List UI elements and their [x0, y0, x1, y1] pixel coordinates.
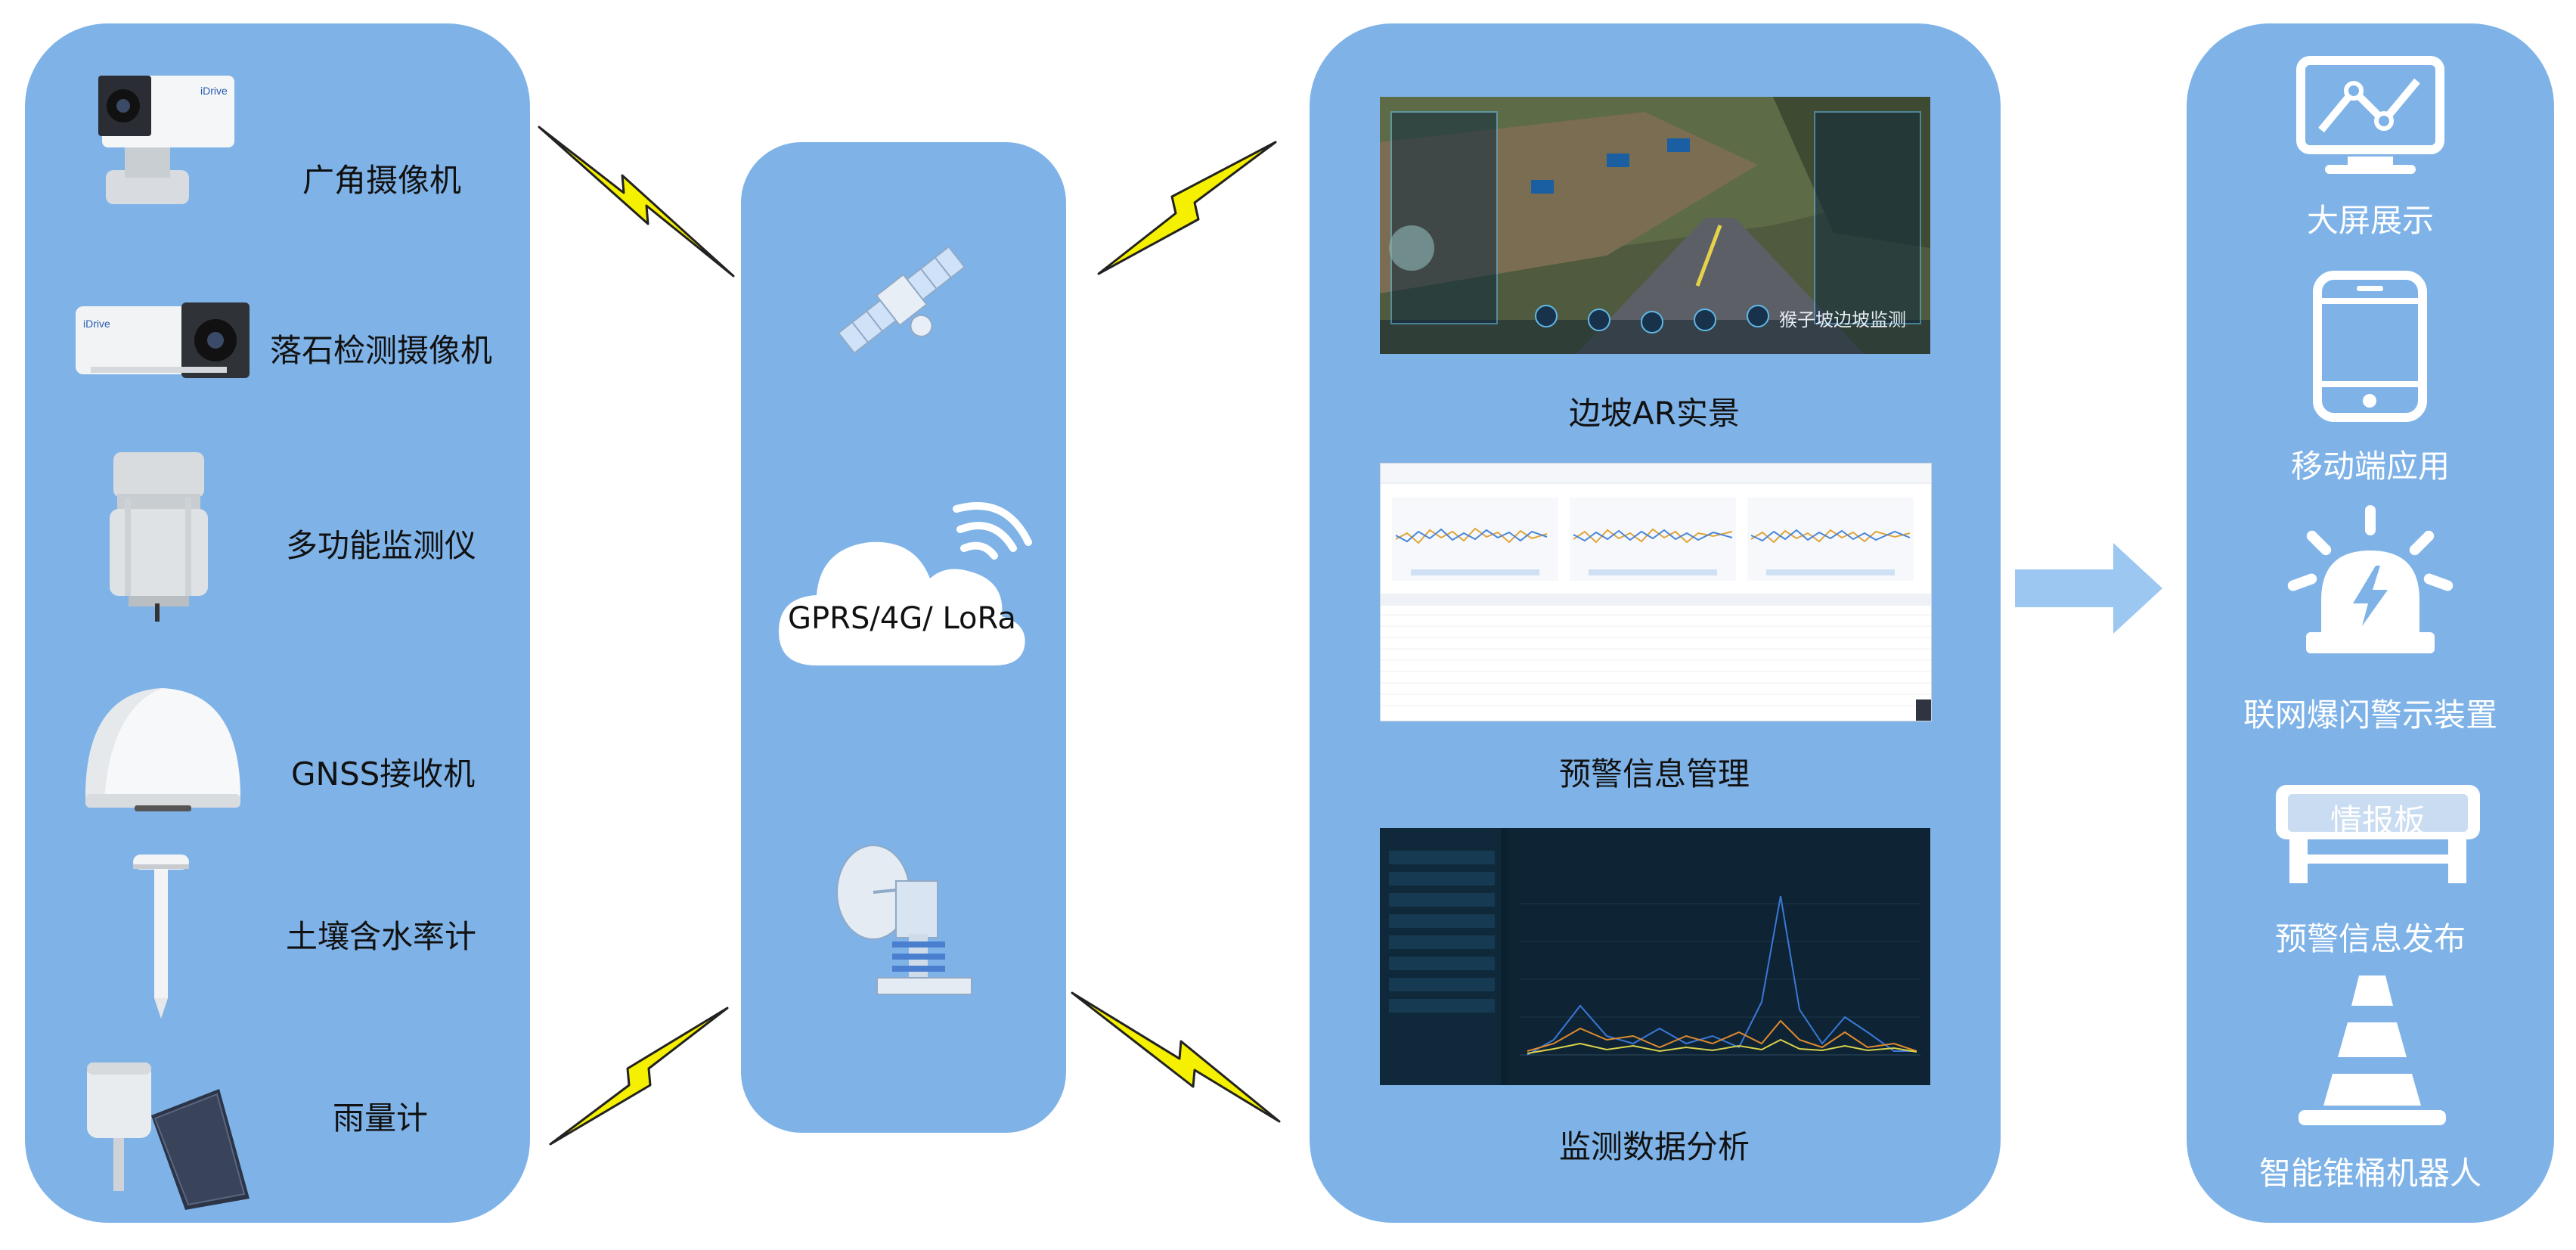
gnss-receiver-icon: [82, 684, 244, 813]
rockfall-camera-icon: iDrive: [76, 299, 253, 382]
data-chart-screen[interactable]: [1380, 828, 1930, 1085]
sensor-label-3: GNSS接收机: [291, 755, 476, 792]
satellite-icon: [828, 234, 975, 367]
ar-overlay-text: 猴子坡边坡监测: [1779, 309, 1906, 330]
lightning-bolt-icon: [1066, 987, 1285, 1127]
output-label-4: 智能锥桶机器人: [2258, 1155, 2482, 1192]
output-label-2: 联网爆闪警示装置: [2243, 696, 2498, 734]
platform-label-2: 监测数据分析: [1558, 1128, 1750, 1165]
sensor-label-5: 雨量计: [333, 1100, 429, 1137]
platform-label-1: 预警信息管理: [1558, 755, 1750, 792]
svg-text:iDrive: iDrive: [200, 85, 228, 97]
sensor-label-2: 多功能监测仪: [286, 527, 477, 564]
warning-beacon-icon: [2283, 505, 2457, 656]
multi-function-monitor-icon: [106, 452, 212, 622]
monitor-chart-icon: [2295, 54, 2446, 175]
info-board-icon: 情报板: [2276, 779, 2480, 885]
network-label: GPRS/4G/ LoRa: [788, 601, 1016, 636]
arrow-right-icon: [2015, 543, 2162, 634]
lightning-bolt-icon: [544, 1002, 733, 1149]
sensor-label-0: 广角摄像机: [302, 162, 462, 199]
wide-angle-camera-icon: iDrive: [87, 72, 238, 216]
svg-text:iDrive: iDrive: [83, 318, 110, 330]
soil-moisture-meter-icon: [127, 851, 195, 1021]
sensors-panel: [25, 23, 530, 1223]
platform-label-0: 边坡AR实景: [1569, 395, 1740, 432]
sensor-label-4: 土壤含水率计: [286, 918, 477, 955]
satellite-dish-icon: [824, 836, 983, 1002]
smartphone-icon: [2311, 271, 2429, 422]
cloud-wifi-icon: [775, 495, 1032, 677]
warning-table-screen[interactable]: [1380, 463, 1932, 721]
info-board-sign-text: 情报板: [2330, 802, 2426, 839]
lightning-bolt-icon: [533, 121, 737, 280]
output-label-3: 预警信息发布: [2274, 920, 2466, 957]
output-label-1: 移动端应用: [2290, 448, 2450, 485]
ar-live-view-screen[interactable]: 猴子坡边坡监测: [1380, 97, 1930, 354]
traffic-cone-icon: [2295, 975, 2450, 1127]
rain-gauge-icon: [79, 1055, 253, 1210]
output-label-0: 大屏展示: [2306, 202, 2435, 239]
sensor-label-1: 落石检测摄像机: [270, 332, 493, 369]
lightning-bolt-icon: [1093, 136, 1282, 280]
